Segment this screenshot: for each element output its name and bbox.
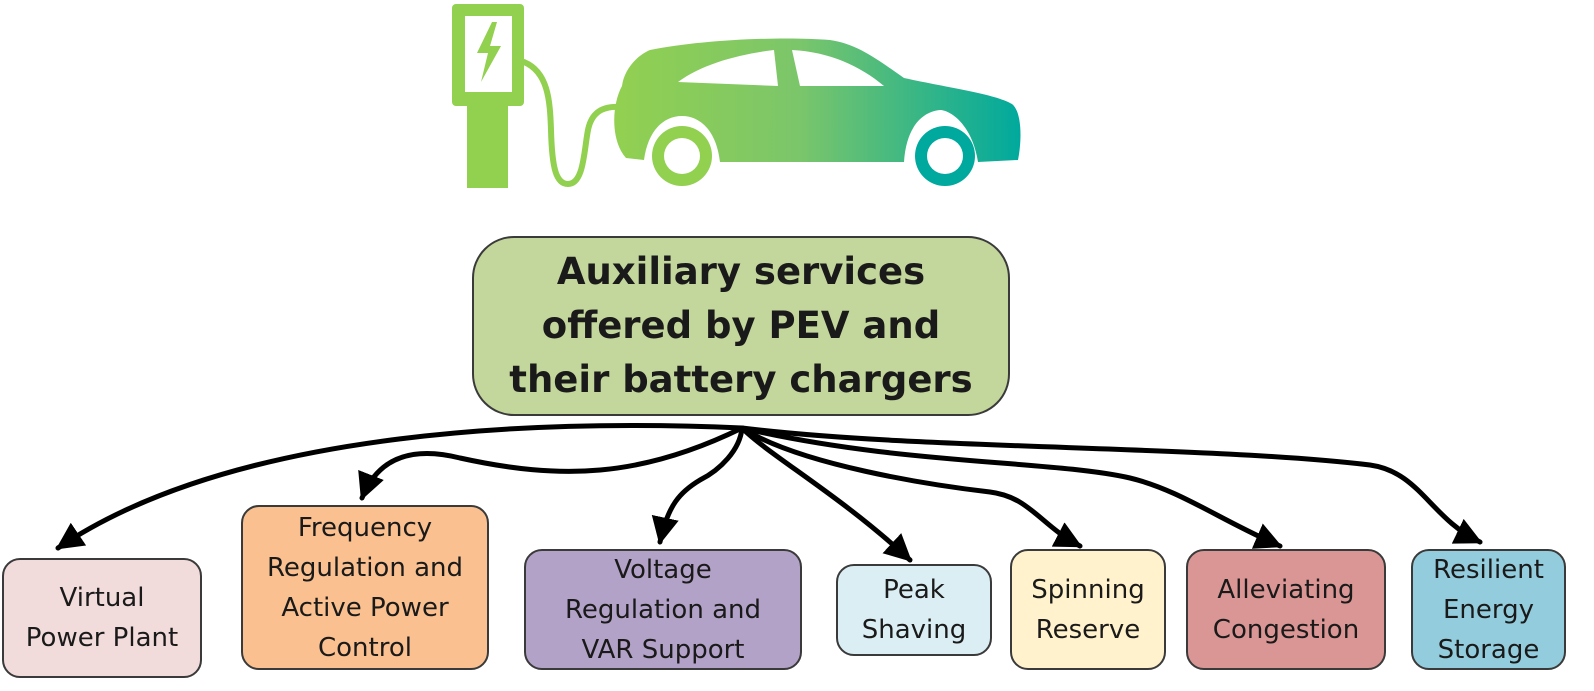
lightning-bolt-icon bbox=[477, 22, 501, 82]
service-peak-shaving: Peak Shaving bbox=[836, 564, 992, 656]
service-alleviating-congestion: Alleviating Congestion bbox=[1186, 549, 1386, 670]
central-node-label: Auxiliary services offered by PEV and th… bbox=[509, 250, 973, 401]
connector-arrows bbox=[55, 423, 1483, 563]
arrow-to-voltage-regulation bbox=[651, 425, 745, 545]
service-label: Resilient Energy Storage bbox=[1433, 554, 1544, 665]
service-label: Peak Shaving bbox=[861, 575, 967, 645]
service-label: Virtual Power Plant bbox=[25, 583, 179, 653]
service-virtual-power-plant: Virtual Power Plant bbox=[2, 558, 202, 678]
service-label: Voltage Regulation and VAR Support bbox=[564, 554, 761, 665]
arrow-to-alleviating-congestion bbox=[739, 425, 1283, 549]
arrow-to-peak-shaving bbox=[739, 425, 913, 563]
arrow-to-spinning-reserve bbox=[739, 425, 1083, 549]
charging-cable-icon bbox=[521, 59, 631, 188]
service-frequency-regulation: Frequency Regulation and Active Power Co… bbox=[241, 505, 489, 670]
service-spinning-reserve: Spinning Reserve bbox=[1010, 549, 1166, 670]
service-label: Spinning Reserve bbox=[1031, 574, 1145, 645]
arrow-to-virtual-power-plant bbox=[55, 423, 745, 551]
central-node: Auxiliary services offered by PEV and th… bbox=[472, 236, 1010, 416]
charging-station-icon bbox=[452, 4, 524, 188]
electric-car-icon bbox=[614, 38, 1021, 186]
service-voltage-regulation: Voltage Regulation and VAR Support bbox=[524, 549, 802, 670]
service-label: Alleviating Congestion bbox=[1212, 574, 1360, 645]
service-label: Frequency Regulation and Active Power Co… bbox=[266, 512, 463, 663]
service-resilient-energy-storage: Resilient Energy Storage bbox=[1411, 549, 1566, 670]
arrow-to-frequency-regulation bbox=[358, 425, 745, 501]
arrow-to-resilient-energy-storage bbox=[739, 425, 1483, 545]
